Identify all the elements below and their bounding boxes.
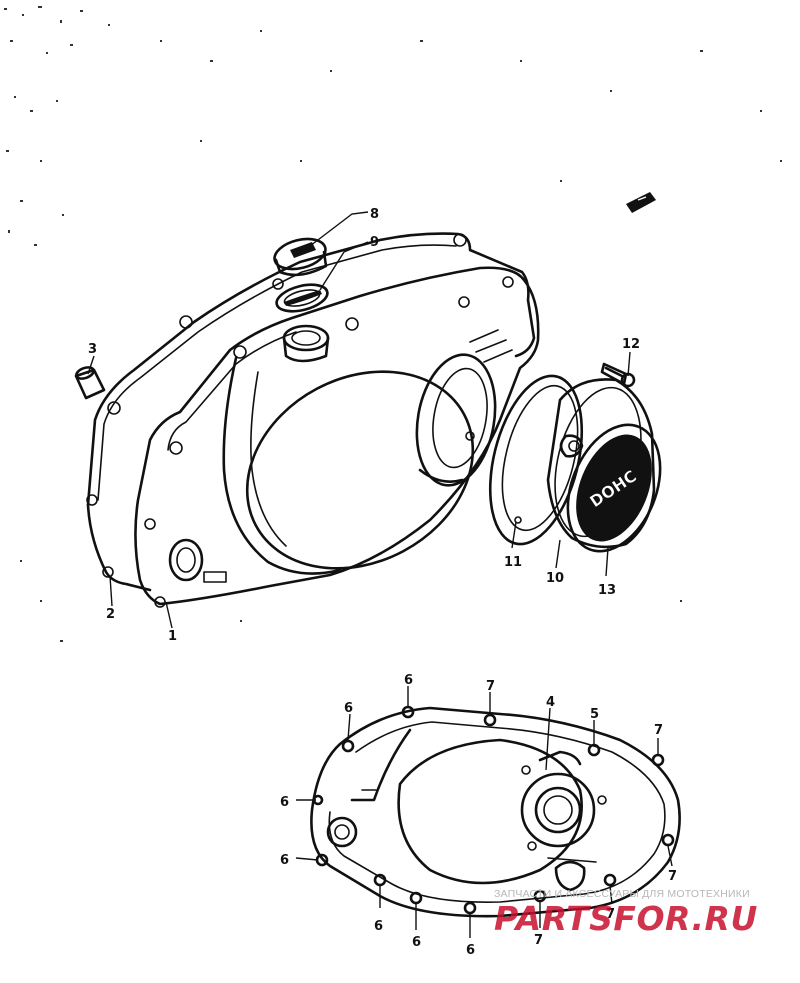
cover-gasket	[488, 374, 584, 546]
callout-5: 5	[590, 707, 599, 722]
callout-9: 9	[370, 235, 379, 250]
callout-6-g: 6	[466, 943, 475, 958]
callout-6-d: 6	[280, 853, 289, 868]
callout-13: 13	[598, 583, 616, 598]
callout-3: 3	[88, 342, 97, 357]
callout-2: 2	[106, 607, 115, 622]
callout-7-b: 7	[654, 723, 663, 738]
callout-6-a: 6	[344, 701, 353, 716]
watermark-logo: PARTSFOR.RU	[494, 899, 758, 938]
callout-labels: 8 9 3 12 2 1 11 10 13 6 7 4 5 7 6 6 6 7 …	[88, 207, 677, 958]
callout-8: 8	[370, 207, 379, 222]
callout-6-f: 6	[412, 935, 421, 950]
callout-11: 11	[504, 555, 522, 570]
gasket-outline	[86, 232, 536, 592]
callout-7-d: 7	[534, 933, 543, 948]
callout-10: 10	[546, 571, 564, 586]
callout-12: 12	[622, 337, 640, 352]
clutch-cover	[134, 266, 540, 608]
callout-4: 4	[546, 695, 555, 710]
generator-cover	[310, 705, 681, 918]
callout-6-b: 6	[404, 673, 413, 688]
callout-6-e: 6	[374, 919, 383, 934]
callout-1: 1	[168, 629, 177, 644]
o-ring	[275, 283, 329, 313]
dohc-emblem: DOHC	[566, 423, 662, 553]
callout-7-a: 7	[486, 679, 495, 694]
scan-noise	[4, 6, 782, 642]
filler-cap	[273, 237, 328, 277]
callout-7-e: 7	[606, 907, 615, 922]
watermark-subtitle: ЗАПЧАСТИ И АКСЕССУАРЫ ДЛЯ МОТОТЕХНИКИ	[494, 888, 750, 900]
callout-6-c: 6	[280, 795, 289, 810]
watermark-brand: PARTSFOR.RU	[494, 899, 758, 938]
direction-arrow-icon	[626, 192, 656, 213]
callout-7-c: 7	[668, 869, 677, 884]
leader-lines	[87, 211, 673, 938]
